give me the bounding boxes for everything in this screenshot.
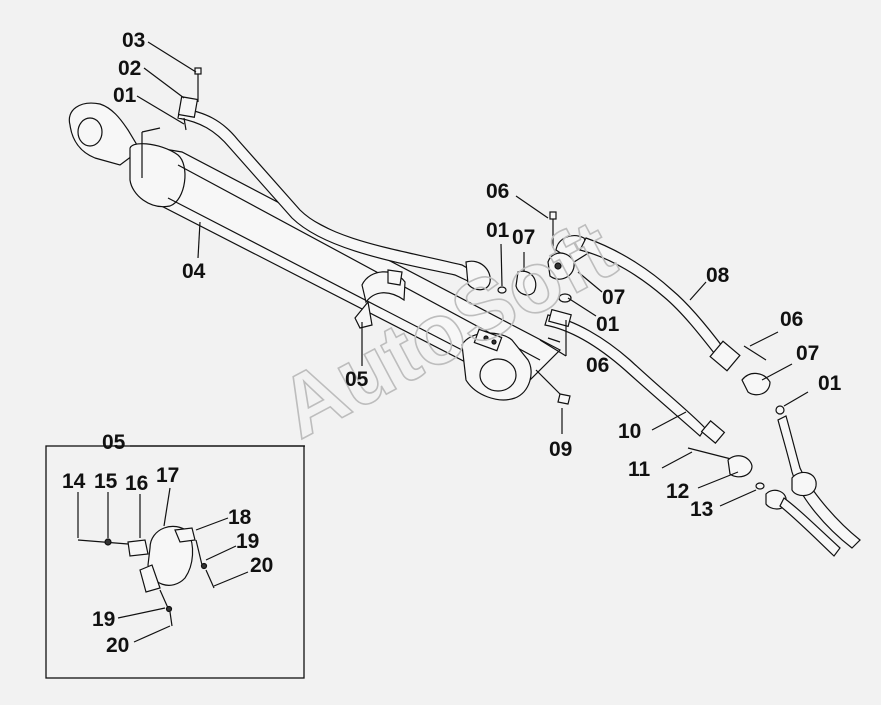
oring-07-mid — [558, 293, 572, 303]
callout-11: 11 — [628, 458, 651, 481]
callout-07-mid: 07 — [512, 226, 535, 249]
callout-19-lower: 19 — [92, 608, 115, 631]
callout-15: 15 — [94, 470, 118, 493]
callout-13: 13 — [690, 498, 713, 521]
cylinder-rod-eye — [68, 102, 141, 166]
flange-07-right — [741, 372, 771, 396]
bolt-03-head — [194, 67, 202, 75]
callout-04: 04 — [182, 260, 206, 283]
callout-02: 02 — [118, 57, 141, 80]
grease-line — [535, 369, 563, 397]
cylinder-body — [129, 143, 562, 391]
callout-12: 12 — [666, 480, 689, 503]
hose-lower-right — [777, 415, 861, 549]
callout-14: 14 — [62, 470, 86, 493]
hose-08 — [579, 237, 741, 372]
callout-16: 16 — [125, 472, 148, 495]
leader-lines — [77, 41, 809, 643]
callout-03: 03 — [122, 29, 145, 52]
oring-01-right — [775, 405, 785, 415]
callout-05: 05 — [345, 368, 369, 391]
callout-01-far-right: 01 — [818, 372, 842, 395]
callout-01-right: 01 — [596, 313, 620, 336]
flange-07 — [515, 270, 537, 296]
callout-08: 08 — [706, 264, 730, 287]
callout-10: 10 — [618, 420, 641, 443]
elbow-fitting — [547, 235, 591, 280]
callout-07-right: 07 — [602, 286, 625, 309]
oring-01-mid — [497, 286, 507, 294]
callout-09: 09 — [549, 438, 572, 461]
clamp-band — [354, 269, 406, 329]
oring-13 — [755, 482, 765, 490]
callout-17: 17 — [156, 464, 179, 487]
callout-06-far-right: 06 — [780, 308, 803, 331]
callout-20-lower: 20 — [106, 634, 129, 657]
callout-20-upper: 20 — [250, 554, 273, 577]
callout-01-mid: 01 — [486, 219, 510, 242]
callout-06-lower: 06 — [586, 354, 609, 377]
inset-clamp-assembly — [77, 525, 215, 627]
bolt-06-lower — [547, 337, 561, 343]
flange-12 — [727, 455, 753, 478]
bolt-06-right — [743, 345, 767, 361]
inset-title-05: 05 — [102, 431, 126, 454]
callout-01-top: 01 — [113, 84, 137, 107]
oring-01-top — [183, 117, 187, 131]
bolt-11 — [687, 447, 736, 461]
callout-19-upper: 19 — [236, 530, 259, 553]
cylinder-head-block — [461, 328, 532, 401]
bolt-06-head — [549, 211, 557, 220]
callout-18: 18 — [228, 506, 252, 529]
grease-nipple-09 — [557, 393, 571, 405]
callout-06-top: 06 — [486, 180, 509, 203]
callout-07-far-right: 07 — [796, 342, 819, 365]
tube-lower-right — [765, 489, 841, 557]
upper-tube — [177, 96, 491, 291]
